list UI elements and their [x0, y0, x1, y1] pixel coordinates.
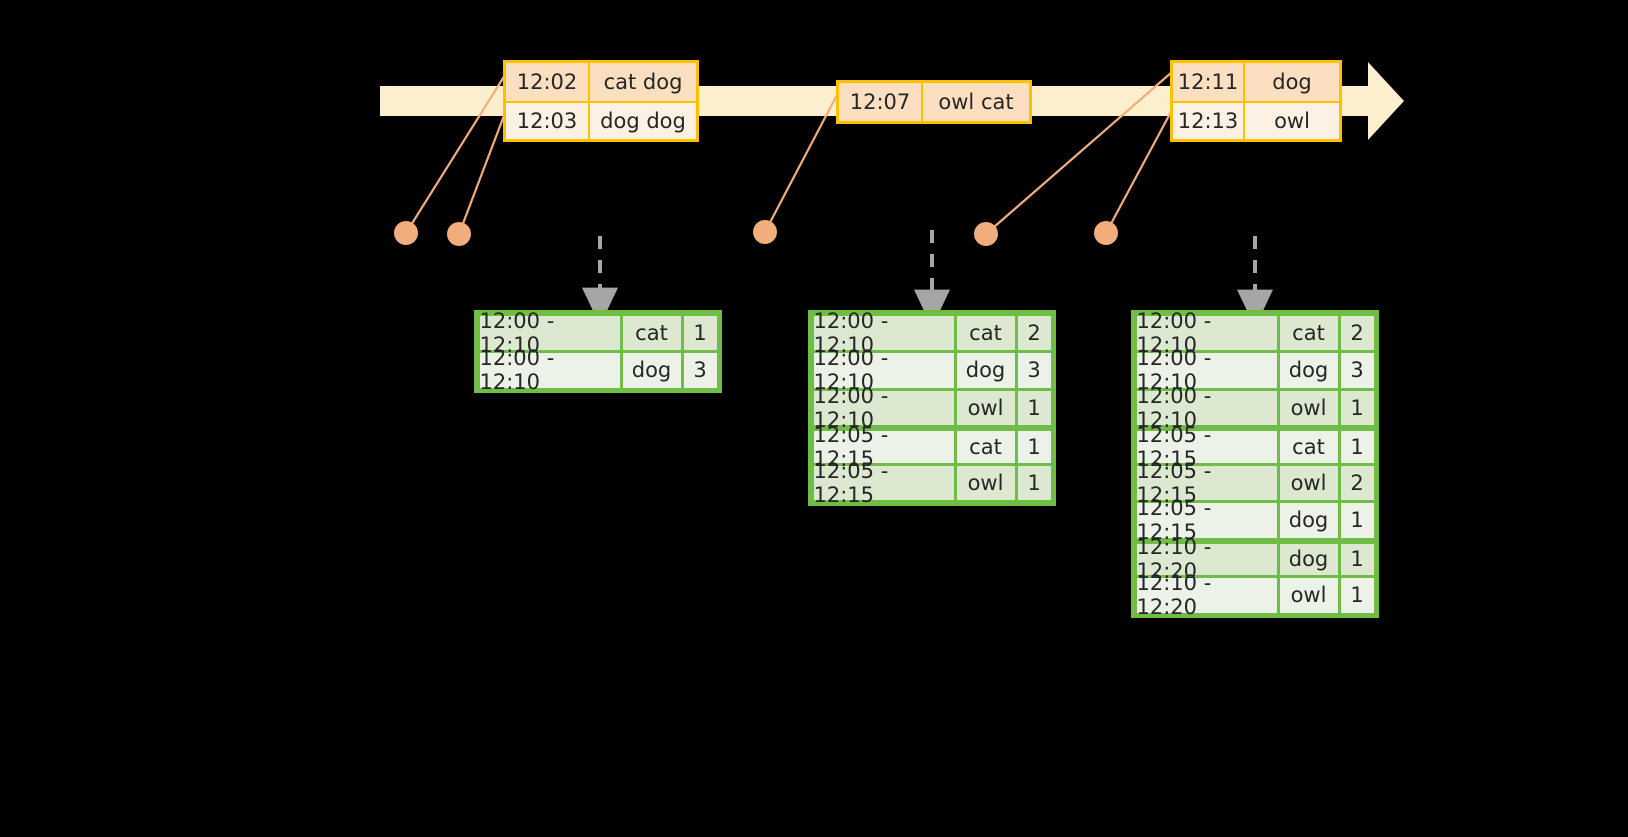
timeline-event-row: 12:13 owl	[1173, 101, 1339, 139]
window-cell: 12:05 - 12:15	[1136, 459, 1277, 507]
timeline-event-row: 12:11 dog	[1173, 63, 1339, 101]
timeline-event-box-2[interactable]: 12:07 owl cat	[836, 80, 1032, 124]
event-words: cat dog	[590, 63, 696, 101]
count-cell: 1	[1340, 431, 1374, 463]
word-cell: owl	[1279, 390, 1338, 425]
word-cell: owl	[956, 465, 1015, 500]
event-words: dog dog	[590, 103, 696, 139]
dot-5[interactable]	[1094, 221, 1118, 245]
window-cell: 12:10 - 12:20	[1136, 571, 1277, 619]
event-time: 12:03	[506, 103, 590, 139]
dot-3[interactable]	[753, 220, 777, 244]
count-cell: 1	[1017, 390, 1051, 425]
event-time: 12:07	[839, 83, 923, 121]
dot-2[interactable]	[447, 222, 471, 246]
count-cell: 1	[1340, 578, 1374, 613]
word-cell: owl	[956, 390, 1015, 425]
event-time: 12:02	[506, 63, 590, 101]
word-cell: dog	[956, 353, 1015, 388]
timeline-event-row: 12:02 cat dog	[506, 63, 696, 101]
window-cell: 12:00 - 12:10	[1136, 384, 1277, 432]
event-words: dog	[1245, 63, 1339, 101]
word-cell: owl	[1279, 465, 1338, 500]
event-time: 12:11	[1173, 63, 1245, 101]
window-cell: 12:00 - 12:10	[813, 309, 954, 357]
word-cell: cat	[622, 315, 681, 350]
window-cell: 12:00 - 12:10	[479, 309, 620, 357]
window-cell: 12:00 - 12:10	[813, 384, 954, 432]
event-words: owl cat	[923, 83, 1029, 121]
count-cell: 3	[683, 353, 717, 388]
count-cell: 3	[1017, 353, 1051, 388]
dot-4[interactable]	[974, 222, 998, 246]
count-cell: 2	[1017, 315, 1051, 350]
count-cell: 1	[1017, 431, 1051, 463]
window-cell: 12:00 - 12:10	[813, 346, 954, 394]
count-cell: 2	[1340, 465, 1374, 500]
window-cell: 12:00 - 12:10	[1136, 346, 1277, 394]
event-dots	[394, 220, 1118, 246]
timeline-event-box-1[interactable]: 12:02 cat dog 12:03 dog dog	[503, 60, 699, 142]
word-cell: cat	[956, 315, 1015, 350]
word-cell: cat	[1279, 315, 1338, 350]
timeline-event-box-3[interactable]: 12:11 dog 12:13 owl	[1170, 60, 1342, 142]
word-cell: dog	[1279, 503, 1338, 538]
count-cell: 2	[1340, 315, 1374, 350]
count-cell: 1	[1017, 465, 1051, 500]
window-cell: 12:05 - 12:15	[1136, 496, 1277, 544]
event-words: owl	[1245, 103, 1339, 139]
word-cell: cat	[956, 431, 1015, 463]
window-cell: 12:00 - 12:10	[479, 346, 620, 394]
word-cell: owl	[1279, 578, 1338, 613]
word-cell: dog	[622, 353, 681, 388]
count-cell: 1	[1340, 543, 1374, 575]
count-cell: 1	[1340, 503, 1374, 538]
timeline-event-row: 12:07 owl cat	[839, 83, 1029, 121]
dot-1[interactable]	[394, 221, 418, 245]
word-cell: dog	[1279, 543, 1338, 575]
count-cell: 1	[1340, 390, 1374, 425]
count-cell: 1	[683, 315, 717, 350]
connector-5	[1105, 109, 1173, 234]
event-time: 12:13	[1173, 103, 1245, 139]
connector-2	[457, 112, 507, 235]
connector-1	[405, 74, 506, 234]
window-cell: 12:05 - 12:15	[813, 459, 954, 507]
connector-3	[764, 92, 839, 233]
count-cell: 3	[1340, 353, 1374, 388]
window-cell: 12:00 - 12:10	[1136, 309, 1277, 357]
timeline-event-row: 12:03 dog dog	[506, 101, 696, 139]
word-cell: cat	[1279, 431, 1338, 463]
flow-arrows	[582, 230, 1273, 328]
word-cell: dog	[1279, 353, 1338, 388]
